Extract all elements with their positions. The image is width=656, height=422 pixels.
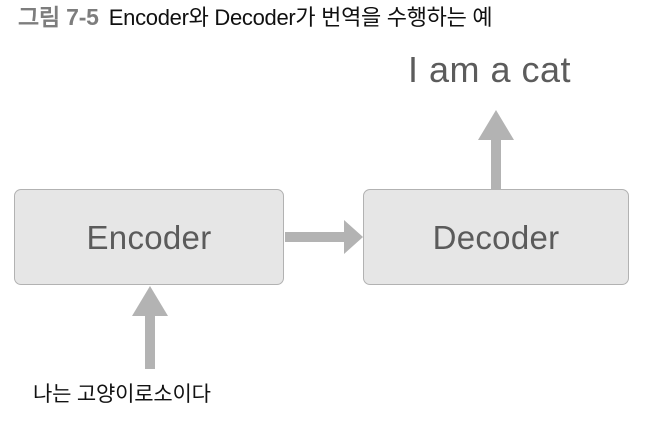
figure-caption: 그림 7-5 Encoder와 Decoder가 번역을 수행하는 예 [18,4,493,30]
encoder-to-decoder-arrow-icon [285,220,363,254]
decoder-to-output-arrow-icon [478,110,514,190]
encoder-node-label: Encoder [86,218,212,256]
output-sentence-label: I am a cat [408,49,572,90]
decoder-node: Decoder [363,189,629,285]
decoder-node-label: Decoder [432,218,560,256]
encoder-node: Encoder [14,189,284,285]
input-to-encoder-arrow-icon [132,286,168,369]
figure-number: 그림 7-5 [18,4,99,30]
input-sentence-label: 나는 고양이로소이다 [33,383,211,406]
figure-caption-text: Encoder와 Decoder가 번역을 수행하는 예 [108,5,493,30]
